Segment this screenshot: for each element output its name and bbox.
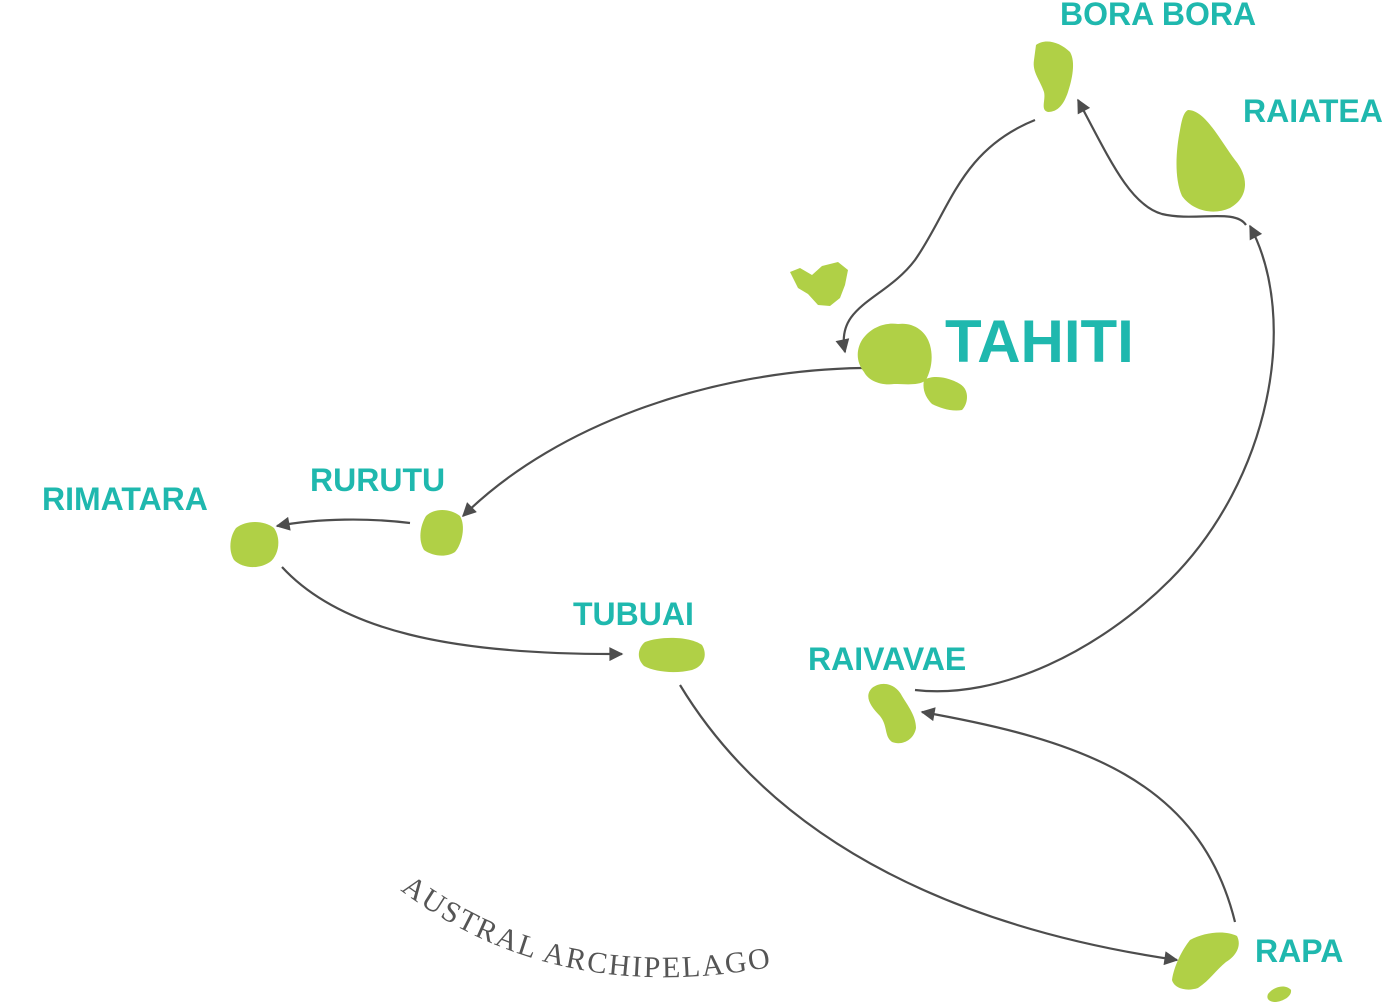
routes <box>275 98 1275 966</box>
label-tahiti: TAHITI <box>945 308 1134 375</box>
region-label: AUSTRAL ARCHIPELAGO <box>396 869 774 984</box>
tubuai-island <box>638 637 705 673</box>
tahiti-iti-island <box>923 377 967 411</box>
route-tubuai-to-rapa <box>679 684 1179 966</box>
label-raiatea: RAIATEA <box>1243 93 1383 129</box>
rapa-islet <box>1267 986 1292 1002</box>
route-bora-bora-to-tahiti <box>835 118 1036 354</box>
raiatea-island <box>1176 110 1246 212</box>
route-rapa-to-raivavae <box>920 707 1237 923</box>
rimatara-island <box>230 522 279 568</box>
label-rapa: RAPA <box>1255 933 1343 969</box>
route-tahiti-to-rurutu <box>462 366 863 517</box>
region-label-path: AUSTRAL ARCHIPELAGO <box>396 869 772 984</box>
route-rurutu-to-rimatara <box>275 516 411 531</box>
rurutu-island <box>420 510 463 556</box>
bora-bora-island <box>1033 41 1074 112</box>
label-raivavae: RAIVAVAE <box>808 641 966 677</box>
label-tubuai: TUBUAI <box>573 596 694 632</box>
label-bora-bora: BORA BORA <box>1060 0 1256 32</box>
route-rimatara-to-tubuai <box>281 566 624 662</box>
route-raivavae-to-raiatea <box>914 224 1275 693</box>
moorea-island <box>790 262 848 306</box>
islands <box>230 41 1292 1002</box>
raivavae-island <box>868 683 916 744</box>
labels: BORA BORA RAIATEA TAHITI RURUTU RIMATARA… <box>42 0 1383 969</box>
route-raiatea-to-bora-bora <box>1077 98 1247 226</box>
label-rimatara: RIMATARA <box>42 481 208 517</box>
label-rurutu: RURUTU <box>310 462 445 498</box>
rapa-island <box>1172 932 1239 990</box>
tahiti-island <box>857 323 932 385</box>
